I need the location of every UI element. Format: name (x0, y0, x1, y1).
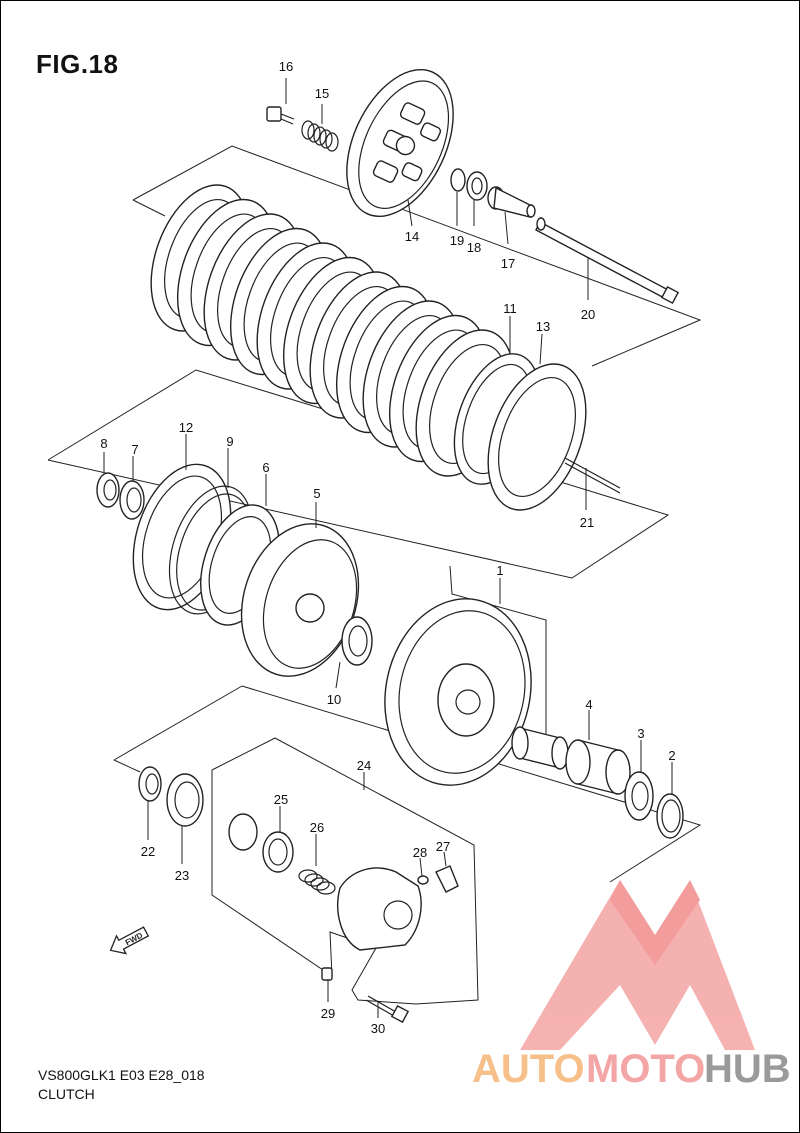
part-label: 27 (436, 839, 450, 854)
part-label: 10 (327, 692, 341, 707)
part-label: 19 (450, 233, 464, 248)
part-label: 13 (536, 319, 550, 334)
watermark-logo (520, 880, 755, 1050)
part-label: 4 (585, 697, 592, 712)
part-label: 2 (668, 748, 675, 763)
part-label: 21 (580, 515, 594, 530)
part-label: 11 (503, 301, 517, 316)
part-label: 28 (413, 845, 427, 860)
watermark-text: AUTO MOTO HUB (472, 1047, 791, 1091)
part-label: 7 (131, 442, 138, 457)
pressure-plate-assembly (266, 68, 680, 305)
part-label: 14 (405, 229, 419, 244)
part-label: 22 (141, 844, 155, 859)
part-label: 16 (279, 59, 293, 74)
part-label: 3 (637, 726, 644, 741)
fwd-arrow: FWD (109, 926, 150, 955)
figure-title: FIG.18 (36, 49, 119, 79)
part-label: 25 (274, 792, 288, 807)
part-label: 1 (496, 563, 503, 578)
part-label: 12 (179, 420, 193, 435)
release-assembly (138, 766, 459, 1024)
part-label: 29 (321, 1006, 335, 1021)
part-label: 18 (467, 240, 481, 255)
watermark-auto: AUTO (472, 1047, 585, 1091)
part-label: 8 (100, 436, 107, 451)
part-label: 5 (313, 486, 320, 501)
clutch-hub-assembly (96, 463, 684, 839)
watermark-moto: MOTO (586, 1047, 705, 1091)
figure-caption: CLUTCH (38, 1086, 95, 1102)
part-labels: 16 15 14 19 18 17 20 11 13 21 8 7 12 9 6… (100, 59, 675, 1036)
part-label: 20 (581, 307, 595, 322)
part-label: 9 (226, 434, 233, 449)
part-label: 24 (357, 758, 371, 773)
part-label: 23 (175, 868, 189, 883)
watermark-hub: HUB (704, 1047, 791, 1091)
part-label: 15 (315, 86, 329, 101)
part-label: 26 (310, 820, 324, 835)
clutch-plates-stack (150, 184, 621, 511)
part-label: 6 (262, 460, 269, 475)
part-label: 30 (371, 1021, 385, 1036)
part-label: 17 (501, 256, 515, 271)
leader-lines (103, 78, 673, 1018)
model-code: VS800GLK1 E03 E28_018 (38, 1067, 205, 1083)
